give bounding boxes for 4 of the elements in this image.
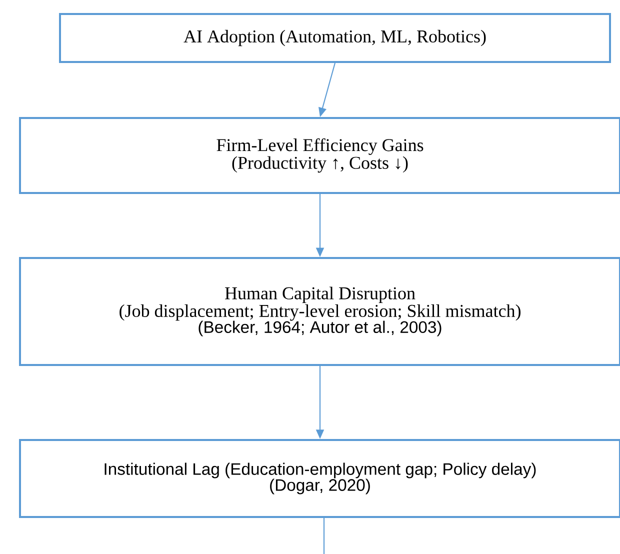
process-box: Firm-Level Efficiency Gains (Productivity ↑, Costs ↓) bbox=[19, 117, 620, 194]
process-box: Human Capital Disruption (Job displacement; Entry-level erosion; Skill mismatch) (Becker, 1964; Autor et al., 2003) bbox=[19, 257, 620, 366]
process-box: Institutional Lag (Education-employment gap; Policy delay) (Dogar, 2020) bbox=[19, 438, 620, 518]
process-box: AI Adoption (Automation, ML, Robotics) bbox=[59, 13, 611, 63]
